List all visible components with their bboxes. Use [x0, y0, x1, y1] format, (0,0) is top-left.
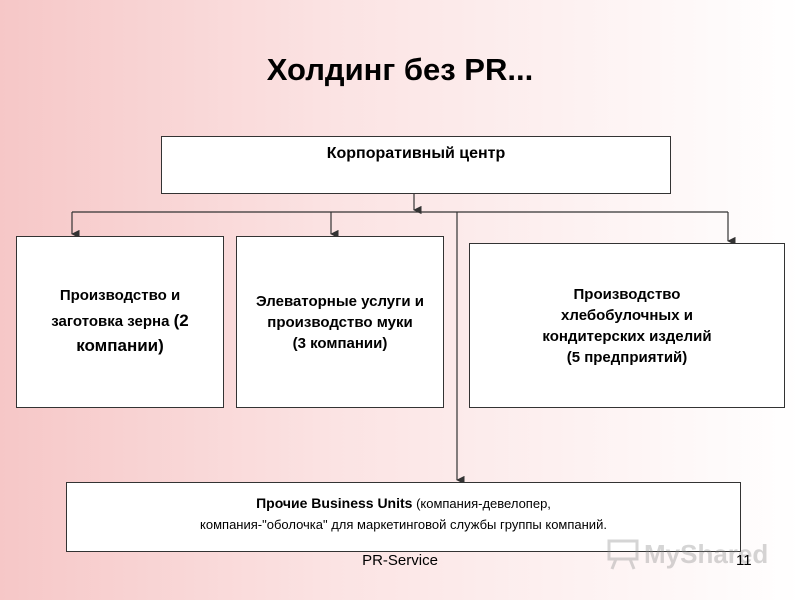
watermark-text: MyShared [644, 538, 769, 569]
other-business-units-box: Прочие Business Units (компания-девелопе… [66, 482, 741, 552]
elevator-services-box: Элеваторные услуги и производство муки (… [236, 236, 444, 408]
bakery-line-3: кондитерских изделий [542, 327, 712, 345]
page-title: Холдинг без PR... [266, 52, 534, 87]
elevator-line-3: (3 компании) [292, 334, 388, 352]
bakery-line-1: Производство [573, 285, 681, 303]
grain-production-box: Производство и заготовка зерна (2 компан… [16, 236, 224, 408]
elevator-line-1: Элеваторные услуги и [255, 292, 425, 310]
watermark: MyShared [606, 535, 776, 573]
footer-label: PR-Service [362, 552, 438, 569]
bakery-production-box: Производство хлебобулочных и кондитерски… [469, 243, 785, 408]
grain-line-2: заготовка зерна (2 [51, 310, 189, 330]
grain-line-3: компании) [76, 336, 164, 356]
corporate-center-box: Корпоративный центр [161, 136, 671, 194]
other-units-line-2: компания-"оболочка" для маркетинговой сл… [200, 516, 607, 532]
bakery-line-4: (5 предприятий) [566, 348, 688, 366]
corporate-center-label: Корпоративный центр [326, 145, 506, 162]
grain-line-1: Производство и [59, 287, 181, 305]
page-number: 11 [736, 552, 752, 569]
other-units-line-1: Прочие Business Units (компания-девелопе… [256, 495, 551, 511]
bakery-line-2: хлебобулочных и [561, 306, 693, 324]
elevator-line-2: производство муки [267, 313, 413, 331]
presentation-board-icon [607, 539, 639, 570]
